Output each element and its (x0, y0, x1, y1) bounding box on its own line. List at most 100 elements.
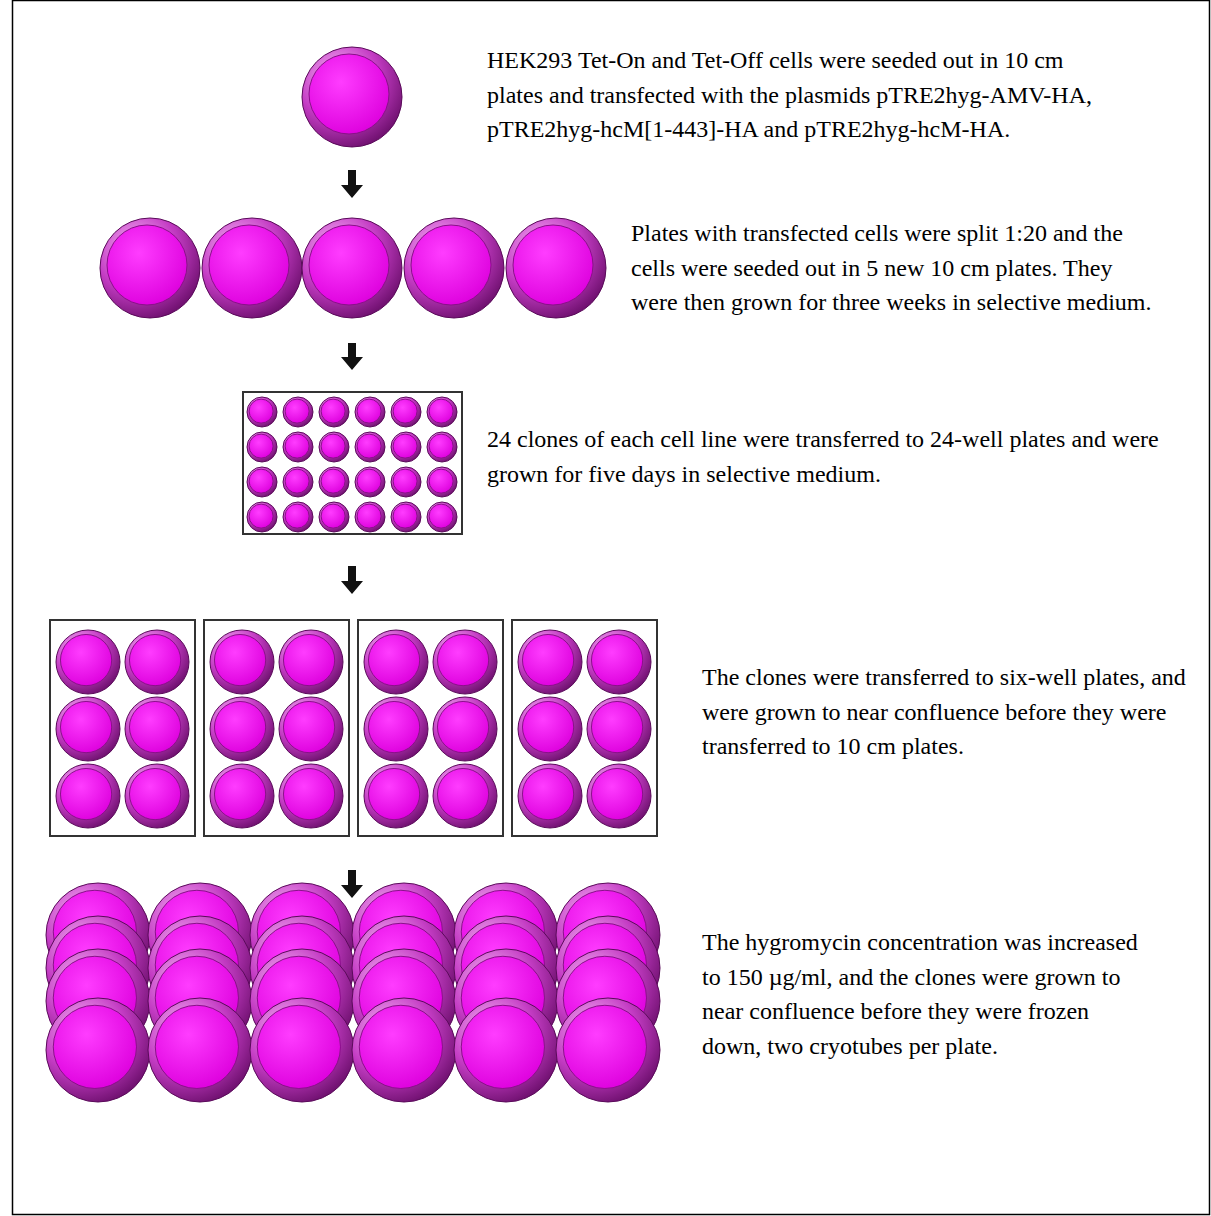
down-arrow (341, 566, 363, 594)
plate-rim (125, 630, 189, 694)
plate-medium (357, 434, 381, 458)
plate-rim (56, 630, 120, 694)
plate-rim (427, 397, 457, 427)
plate-medium (522, 701, 573, 752)
plate-medium (249, 469, 273, 493)
plate-rim (202, 218, 302, 318)
culture-dish (454, 998, 558, 1102)
well (427, 502, 457, 532)
plate-medium (155, 1005, 238, 1088)
plate-rim (210, 630, 274, 694)
culture-dish (404, 218, 504, 318)
plate-rim (427, 467, 457, 497)
well (518, 630, 582, 694)
plate-medium (357, 399, 381, 423)
plate-rim (427, 502, 457, 532)
well (364, 630, 428, 694)
well (364, 697, 428, 761)
plate-medium (461, 1005, 544, 1088)
plate-medium (357, 504, 381, 528)
culture-dish (302, 218, 402, 318)
frame (13, 1, 1210, 1215)
plate-rim (319, 432, 349, 462)
plate-medium (249, 399, 273, 423)
plate-rim (364, 764, 428, 828)
well-plate-6 (50, 620, 195, 836)
plate-rim (319, 467, 349, 497)
plate-medium (60, 701, 111, 752)
well (427, 467, 457, 497)
plate-rim (364, 630, 428, 694)
well (210, 764, 274, 828)
plate-rim (355, 432, 385, 462)
culture-dish (506, 218, 606, 318)
well-plate-24 (243, 392, 462, 534)
well (427, 397, 457, 427)
down-arrow (341, 343, 363, 370)
plate-medium (368, 634, 419, 685)
well (355, 432, 385, 462)
plate-medium (129, 701, 180, 752)
plate-medium (513, 225, 593, 305)
step-description: Plates with transfected cells were split… (631, 216, 1159, 320)
well (210, 697, 274, 761)
well (283, 432, 313, 462)
plate-medium (285, 399, 309, 423)
plate-rim (279, 697, 343, 761)
plate-medium (309, 54, 389, 134)
plate-rim (319, 502, 349, 532)
plate-rim (404, 218, 504, 318)
well (56, 630, 120, 694)
plate-rim (506, 218, 606, 318)
plate-rim (454, 998, 558, 1102)
plate-rim (283, 432, 313, 462)
plate-medium (393, 399, 417, 423)
well (210, 630, 274, 694)
plate-rim (250, 998, 354, 1102)
plate-medium (357, 469, 381, 493)
plate-rim (125, 697, 189, 761)
plate-rim (283, 397, 313, 427)
plate-rim (247, 502, 277, 532)
plates (46, 47, 660, 1102)
well (391, 432, 421, 462)
step-description: 24 clones of each cell line were transfe… (487, 422, 1192, 491)
plate-medium (429, 504, 453, 528)
plate-rim (556, 998, 660, 1102)
well (247, 467, 277, 497)
plate-medium (368, 701, 419, 752)
plate-medium (321, 434, 345, 458)
plate-medium (249, 434, 273, 458)
plate-rim (433, 697, 497, 761)
plate-medium (53, 1005, 136, 1088)
plate-medium (522, 768, 573, 819)
well (433, 630, 497, 694)
plate-medium (257, 1005, 340, 1088)
plate-medium (411, 225, 491, 305)
well (279, 630, 343, 694)
well (283, 502, 313, 532)
plate-rim (100, 218, 200, 318)
plate-medium (522, 634, 573, 685)
plate-medium (214, 768, 265, 819)
well (319, 502, 349, 532)
well (283, 467, 313, 497)
well (518, 697, 582, 761)
well (355, 502, 385, 532)
plate-rim (391, 502, 421, 532)
culture-dish (100, 218, 200, 318)
plate-rim (518, 764, 582, 828)
well (319, 432, 349, 462)
plate-medium (283, 634, 334, 685)
plate-rim (587, 764, 651, 828)
plate-rim (279, 764, 343, 828)
down-arrow (341, 870, 363, 898)
plate-medium (129, 768, 180, 819)
well-plate-6 (358, 620, 503, 836)
plate-rim (279, 630, 343, 694)
plate-rim (352, 998, 456, 1102)
plate-rim (148, 998, 252, 1102)
plate-medium (393, 434, 417, 458)
well (355, 467, 385, 497)
